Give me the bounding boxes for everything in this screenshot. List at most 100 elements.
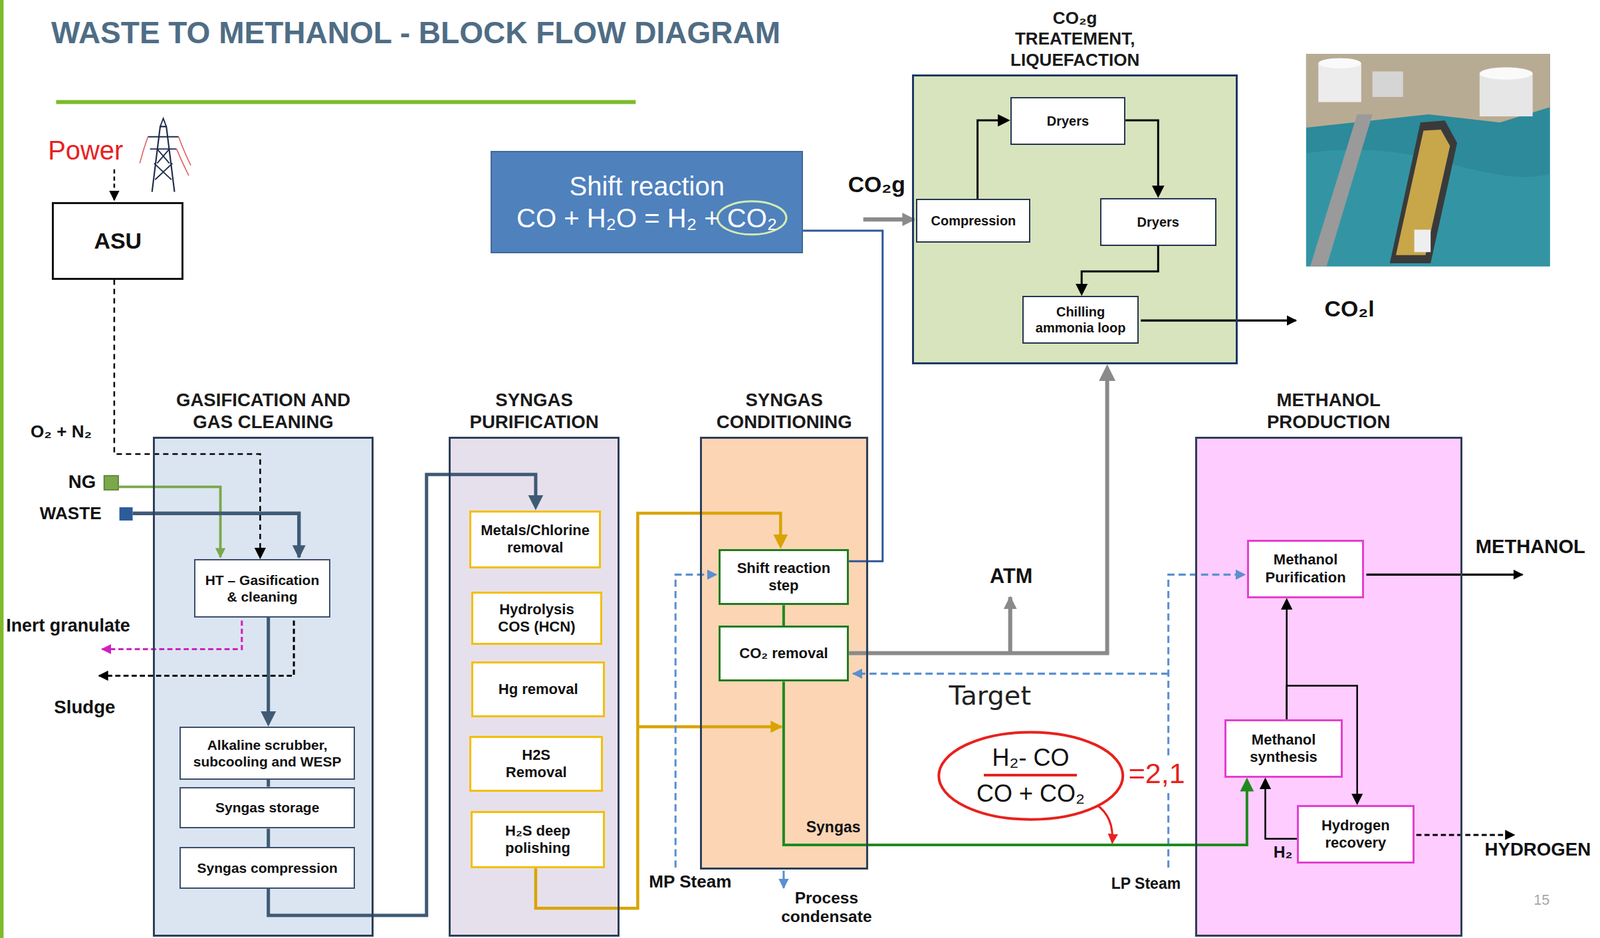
output-label: Process condensate: [773, 888, 881, 926]
process-box: Syngas compression: [179, 846, 355, 889]
ellipse-shape: [938, 731, 1123, 819]
process-box: HT – Gasification & cleaning: [194, 559, 332, 617]
box-label: Dryers: [1137, 214, 1180, 230]
stream-label: O₂ + N₂: [30, 421, 92, 442]
edge-label: H₂: [1273, 842, 1293, 862]
panel-fill: [1195, 436, 1463, 937]
utility-label: LP Steam: [1111, 874, 1181, 893]
process-box: Methanol Purification: [1247, 539, 1365, 598]
output-label: Inert granulate: [5, 615, 131, 637]
feed-label: NG: [68, 471, 96, 493]
mp-steam-line: [675, 574, 716, 868]
box-label: HT – Gasification & cleaning: [200, 571, 324, 605]
output-label: Sludge: [53, 696, 115, 718]
process-box: Methanol synthesis: [1224, 719, 1343, 778]
unit-box: ASU: [51, 202, 184, 280]
box-label: H₂S deep polishing: [476, 822, 600, 858]
flow-connector: [266, 779, 270, 788]
co2-outlet: [1140, 319, 1296, 322]
box-label: Hg removal: [498, 680, 579, 698]
process-box: H₂S deep polishing: [470, 810, 606, 869]
flow-connector: [1081, 245, 1158, 290]
target-value: =2,1: [1126, 757, 1188, 790]
co2-inlet: [863, 217, 915, 222]
accent-bar: [0, 0, 4, 938]
process-box: Chilling ammonia loop: [1022, 295, 1139, 344]
stream-label: CO₂l: [1324, 295, 1375, 322]
box-label: Methanol Purification: [1253, 551, 1359, 587]
process-box: Hydrogen recovery: [1296, 804, 1415, 863]
process-box: Dryers: [1100, 198, 1217, 246]
ng-marker: [104, 475, 119, 490]
product-label: HYDROGEN: [1485, 838, 1592, 861]
process-box: Dryers: [1010, 97, 1126, 145]
utility-label: MP Steam: [648, 871, 732, 892]
box-label: H2S Removal: [499, 746, 573, 782]
atm-vent: [1008, 596, 1013, 653]
process-box: Syngas storage: [179, 787, 355, 829]
note-label: Target: [949, 680, 1031, 712]
power-line: [113, 169, 115, 201]
waste-marker: [119, 507, 133, 521]
process-box: Shift reaction step: [718, 549, 849, 605]
feed-label: WASTE: [39, 503, 102, 524]
stream-label: CO₂g: [848, 171, 906, 198]
edge-label: Syngas: [806, 818, 861, 836]
section-panel: METHANOL PRODUCTIONMethanol Purification…: [1195, 436, 1463, 937]
box-label: Hydrogen recovery: [1302, 816, 1409, 853]
reaction-box: Shift reactionCO + H₂O = H₂ + CO₂: [490, 150, 803, 254]
box-label: Hydrolysis COS (HCN): [493, 600, 580, 637]
process-box: Metals/Chlorine removal: [469, 510, 601, 569]
flow-connector: [1265, 783, 1298, 839]
process-box: Hg removal: [471, 661, 605, 718]
section-panel: SYNGAS PURIFICATIONMetals/Chlorine remov…: [448, 436, 619, 937]
hydrogen-outlet: [1416, 833, 1515, 836]
product-label: METHANOL: [1475, 535, 1586, 559]
section-panel: GASIFICATION AND GAS CLEANINGHT – Gasifi…: [152, 436, 374, 937]
title-underline: [55, 99, 636, 104]
flow-connector: [1125, 120, 1158, 192]
box-label: Chilling ammonia loop: [1030, 303, 1131, 336]
methanol-outlet: [1366, 573, 1523, 576]
box-label: Shift reaction step: [724, 559, 843, 595]
flow-connector: [977, 120, 1005, 199]
box-label: Syngas storage: [215, 799, 320, 816]
box-label: Alkaline scrubber, subcooling and WESP: [184, 736, 350, 770]
box-label: Shift reaction: [569, 170, 724, 203]
process-box: Hydrolysis COS (HCN): [471, 591, 602, 645]
diagram-title: WASTE TO METHANOL - BLOCK FLOW DIAGRAM: [51, 14, 781, 51]
box-label: Metals/Chlorine removal: [475, 521, 595, 558]
box-label: ASU: [93, 228, 142, 254]
waste-line: [132, 513, 300, 558]
lp-steam-branch: [852, 672, 1168, 675]
port-photo: [1306, 53, 1551, 266]
ng-line: [118, 486, 221, 558]
target-ellipse: H₂- CO CO + CO₂: [935, 729, 1127, 822]
process-box: CO₂ removal: [718, 625, 849, 682]
page-number: 15: [1533, 892, 1550, 909]
bypass-line: [637, 725, 782, 729]
section-heading: GASIFICATION AND GAS CLEANING: [161, 388, 366, 434]
flow-connector: [266, 617, 270, 720]
flow-connector: [782, 604, 786, 626]
section-heading: METHANOL PRODUCTION: [1226, 388, 1431, 434]
condensate-line: [782, 870, 785, 889]
process-box: Alkaline scrubber, subcooling and WESP: [179, 726, 355, 780]
box-label: Methanol synthesis: [1230, 731, 1337, 767]
box-label: Dryers: [1046, 113, 1089, 129]
box-label: CO₂ removal: [739, 644, 828, 663]
ratio-term: H₂- CO: [983, 743, 1077, 776]
process-box: H2S Removal: [469, 735, 603, 792]
ratio-term: CO + CO₂: [968, 779, 1093, 808]
section-heading: SYNGAS PURIFICATION: [448, 388, 619, 434]
power-label: Power: [47, 135, 123, 167]
box-label: Compression: [931, 212, 1017, 229]
pylon-icon: [139, 118, 191, 193]
section-heading: CO₂g TREATEMENT, LIQUEFACTION: [998, 7, 1152, 72]
target-pointer: [1096, 804, 1113, 843]
section-panel: CO₂g TREATEMENT, LIQUEFACTIONDryersCompr…: [912, 74, 1238, 365]
section-panel: SYNGAS CONDITIONINGShift reaction stepCO…: [699, 436, 869, 870]
flow-connector: [266, 828, 270, 848]
flow-connector: [848, 372, 1107, 654]
